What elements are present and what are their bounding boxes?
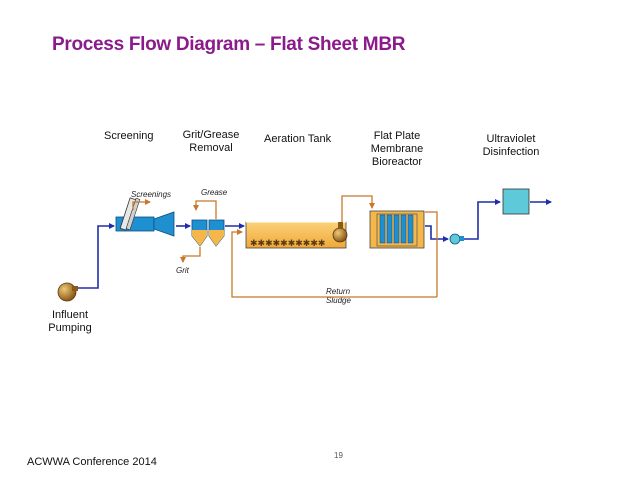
label-aeration-text: Aeration Tank <box>264 133 332 145</box>
aeration-tank-icon <box>245 221 347 249</box>
label-influent-pumping: Influent Pumping <box>40 309 100 335</box>
mlss-pump-icon <box>332 222 348 243</box>
uv-unit-icon <box>502 188 530 215</box>
label-grit: Grit <box>176 266 189 275</box>
permeate-pump-icon <box>449 233 464 245</box>
label-grit-line1: Grit/Grease <box>182 129 240 141</box>
page-title: Process Flow Diagram – Flat Sheet MBR <box>52 34 406 55</box>
page-number: 19 <box>334 451 343 460</box>
label-return-line2: Sludge <box>326 296 351 305</box>
membrane-plates-icon <box>379 214 414 244</box>
mbr-return-pipe <box>425 211 438 297</box>
label-mbr-line2: Membrane <box>370 143 424 155</box>
grease-pipe <box>193 200 217 219</box>
aeration-to-mbr-pipe <box>341 195 375 222</box>
label-mbr-line3: Bioreactor <box>371 156 423 168</box>
screen-unit-icon <box>115 197 175 237</box>
return-sludge-pipe <box>231 229 437 298</box>
label-mbr-line1: Flat Plate <box>373 130 421 142</box>
label-return-sludge: Return Sludge <box>326 287 351 305</box>
diffusers-icon: ✱✱✱✱✱✱✱✱✱✱ <box>250 239 325 249</box>
permeate-pipe <box>425 225 449 242</box>
label-screening: Screening <box>104 130 154 143</box>
label-uv: Ultraviolet Disinfection <box>476 133 546 159</box>
label-influent-line2: Pumping <box>48 322 92 334</box>
label-uv-line1: Ultraviolet <box>486 133 536 145</box>
svg-text:✱✱✱✱✱✱✱✱✱✱: ✱✱✱✱✱✱✱✱✱✱ <box>250 239 325 249</box>
grit-pipe <box>180 247 201 263</box>
label-uv-line2: Disinfection <box>482 146 540 158</box>
label-mbr: Flat Plate Membrane Bioreactor <box>362 130 432 169</box>
label-grit-grease: Grit/Grease Removal <box>178 129 244 155</box>
pump-to-uv-pipe <box>464 199 501 240</box>
screenings-pipe <box>132 199 151 210</box>
footer-conference: ACWWA Conference 2014 <box>27 456 157 468</box>
label-grit-line2: Removal <box>189 142 233 154</box>
influent-pump-icon <box>57 282 78 302</box>
influent-pipe <box>78 223 115 289</box>
label-screening-text: Screening <box>104 130 154 142</box>
label-influent-line1: Influent <box>51 309 89 321</box>
label-grease: Grease <box>201 188 228 197</box>
grit-chamber-icon <box>191 219 225 247</box>
label-return-line1: Return <box>326 287 351 296</box>
label-aeration-tank: Aeration Tank <box>264 133 331 146</box>
label-screenings: Screenings <box>131 190 172 199</box>
